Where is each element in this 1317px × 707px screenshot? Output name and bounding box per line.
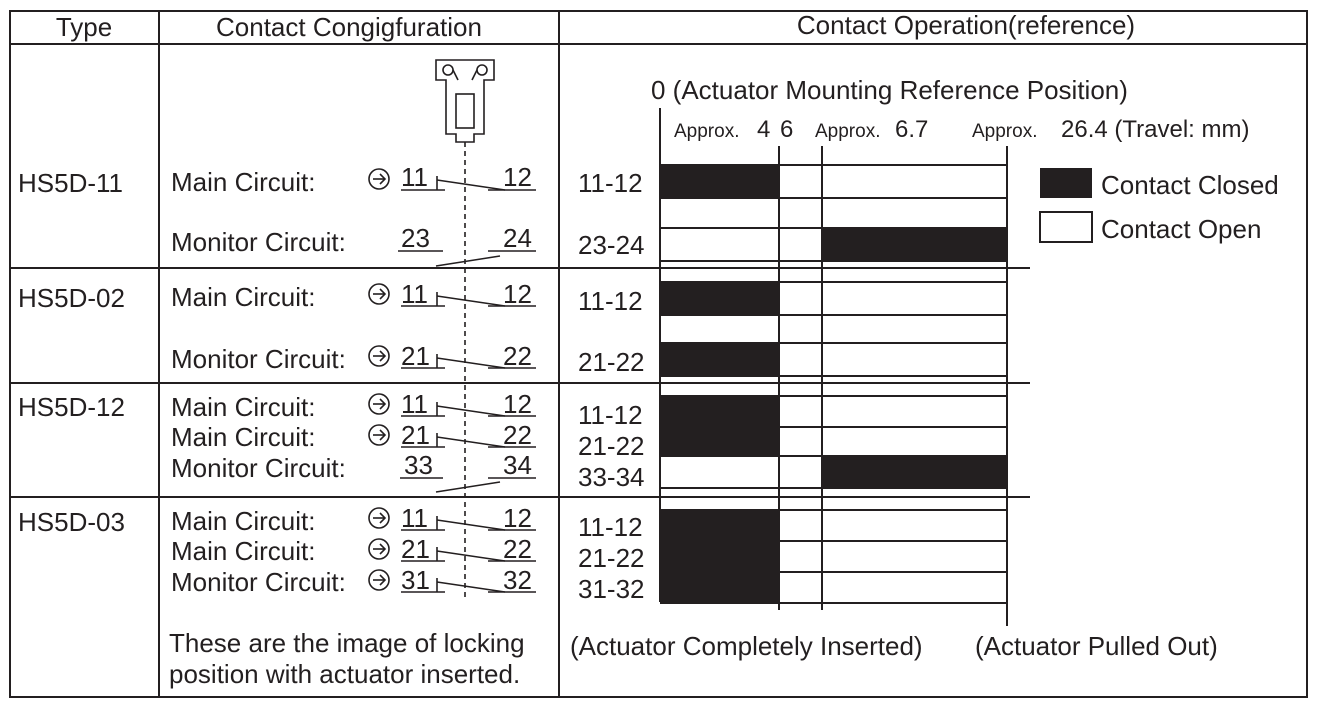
bar-closed xyxy=(660,510,779,603)
bar-closed xyxy=(660,282,779,315)
terminal-in: 11 xyxy=(401,389,428,419)
circuit-label: Monitor Circuit: xyxy=(171,567,346,597)
contact-label: 11-12 xyxy=(578,400,643,430)
contact-label: 11-12 xyxy=(578,168,643,198)
scale-approx4-prefix: Approx. xyxy=(674,121,739,142)
type-hs5d-12: HS5D-12 xyxy=(18,392,125,422)
terminal-out: 22 xyxy=(503,534,532,564)
circle-arrow-icon xyxy=(368,424,390,446)
terminal-in: 21 xyxy=(401,420,430,450)
contact-label: 33-34 xyxy=(578,462,645,492)
circle-arrow-icon xyxy=(368,569,390,591)
legend-closed-label: Contact Closed xyxy=(1101,170,1279,200)
type-hs5d-11: HS5D-11 xyxy=(18,168,123,198)
terminal-in: 11 xyxy=(401,162,428,192)
contact-bars: 11-12 23-24 11-12 21-22 11-12 21-22 33-3… xyxy=(578,164,1007,604)
terminal-in: 11 xyxy=(401,503,428,533)
actuator-inserted-label: (Actuator Completely Inserted) xyxy=(570,631,923,661)
circuit-label: Main Circuit: xyxy=(171,282,315,312)
circle-arrow-icon xyxy=(368,168,390,190)
contact-label: 21-22 xyxy=(578,347,645,377)
contact-label: 21-22 xyxy=(578,543,645,573)
scale-zero-label: 0 (Actuator Mounting Reference Position) xyxy=(651,75,1128,105)
type-column: HS5D-11 HS5D-02 HS5D-12 HS5D-03 xyxy=(18,168,125,537)
terminal-in: 23 xyxy=(401,223,430,253)
header-type: Type xyxy=(56,12,112,42)
terminal-out: 34 xyxy=(503,450,532,480)
terminal-out: 12 xyxy=(503,162,532,192)
contact-label: 11-12 xyxy=(578,286,643,316)
terminal-in: 21 xyxy=(401,534,430,564)
circle-arrow-icon xyxy=(368,345,390,367)
scale-approx67-value: 6.7 xyxy=(895,116,928,143)
legend-open-label: Contact Open xyxy=(1101,214,1261,244)
header-operation: Contact Operation(reference) xyxy=(797,10,1135,40)
circuit-label: Monitor Circuit: xyxy=(171,344,346,374)
circle-arrow-icon xyxy=(368,393,390,415)
contact-label: 23-24 xyxy=(578,230,645,260)
legend-open-swatch xyxy=(1039,211,1093,243)
terminal-in: 33 xyxy=(404,450,433,480)
legend-closed-swatch xyxy=(1040,168,1092,198)
locking-note-line2: position with actuator inserted. xyxy=(169,659,520,689)
terminal-out: 12 xyxy=(503,503,532,533)
circuit-label: Monitor Circuit: xyxy=(171,227,346,257)
scale-approx264-prefix: Approx. xyxy=(972,121,1037,142)
bar-closed xyxy=(822,456,1007,488)
circuit-label: Main Circuit: xyxy=(171,536,315,566)
terminal-out: 12 xyxy=(503,279,532,309)
circuit-label: Main Circuit: xyxy=(171,506,315,536)
type-hs5d-03: HS5D-03 xyxy=(18,507,125,537)
circuit-label: Main Circuit: xyxy=(171,392,315,422)
scale-approx4-value: 4 xyxy=(757,116,770,143)
circuit-label: Main Circuit: xyxy=(171,422,315,452)
actuator-pulled-label: (Actuator Pulled Out) xyxy=(975,631,1218,661)
circuit-configurations: Main Circuit: 11 12 Monitor Circuit: 23 … xyxy=(171,162,536,597)
terminal-out: 24 xyxy=(503,223,532,253)
bar-closed xyxy=(660,343,779,376)
contact-label: 11-12 xyxy=(578,512,643,542)
terminal-out: 22 xyxy=(503,420,532,450)
circle-arrow-icon xyxy=(368,283,390,305)
circle-arrow-icon xyxy=(368,538,390,560)
actuator-icon xyxy=(435,59,495,143)
table-grid xyxy=(9,10,1308,698)
contact-label: 21-22 xyxy=(578,431,645,461)
travel-scale: 0 (Actuator Mounting Reference Position)… xyxy=(651,75,1249,143)
table-header: Type Contact Congigfuration Contact Oper… xyxy=(56,10,1135,42)
circle-arrow-icon xyxy=(368,507,390,529)
terminal-out: 12 xyxy=(503,389,532,419)
scale-approx264-value: 26.4 (Travel: mm) xyxy=(1061,116,1249,143)
type-hs5d-02: HS5D-02 xyxy=(18,283,125,313)
bar-closed xyxy=(660,165,779,198)
header-configuration: Contact Congigfuration xyxy=(216,12,482,42)
terminal-out: 22 xyxy=(503,341,532,371)
bar-closed xyxy=(822,228,1007,261)
legend: Contact Closed Contact Open xyxy=(1039,168,1279,244)
circuit-label: Main Circuit: xyxy=(171,167,315,197)
contact-label: 31-32 xyxy=(578,574,645,604)
scale-approx67-prefix: Approx. xyxy=(815,121,880,142)
terminal-out: 32 xyxy=(503,565,532,595)
locking-note-line1: These are the image of locking xyxy=(169,628,525,658)
terminal-in: 21 xyxy=(401,341,430,371)
scale-six: 6 xyxy=(780,116,793,143)
circuit-label: Monitor Circuit: xyxy=(171,453,346,483)
terminal-in: 31 xyxy=(401,565,430,595)
terminal-in: 11 xyxy=(401,279,428,309)
